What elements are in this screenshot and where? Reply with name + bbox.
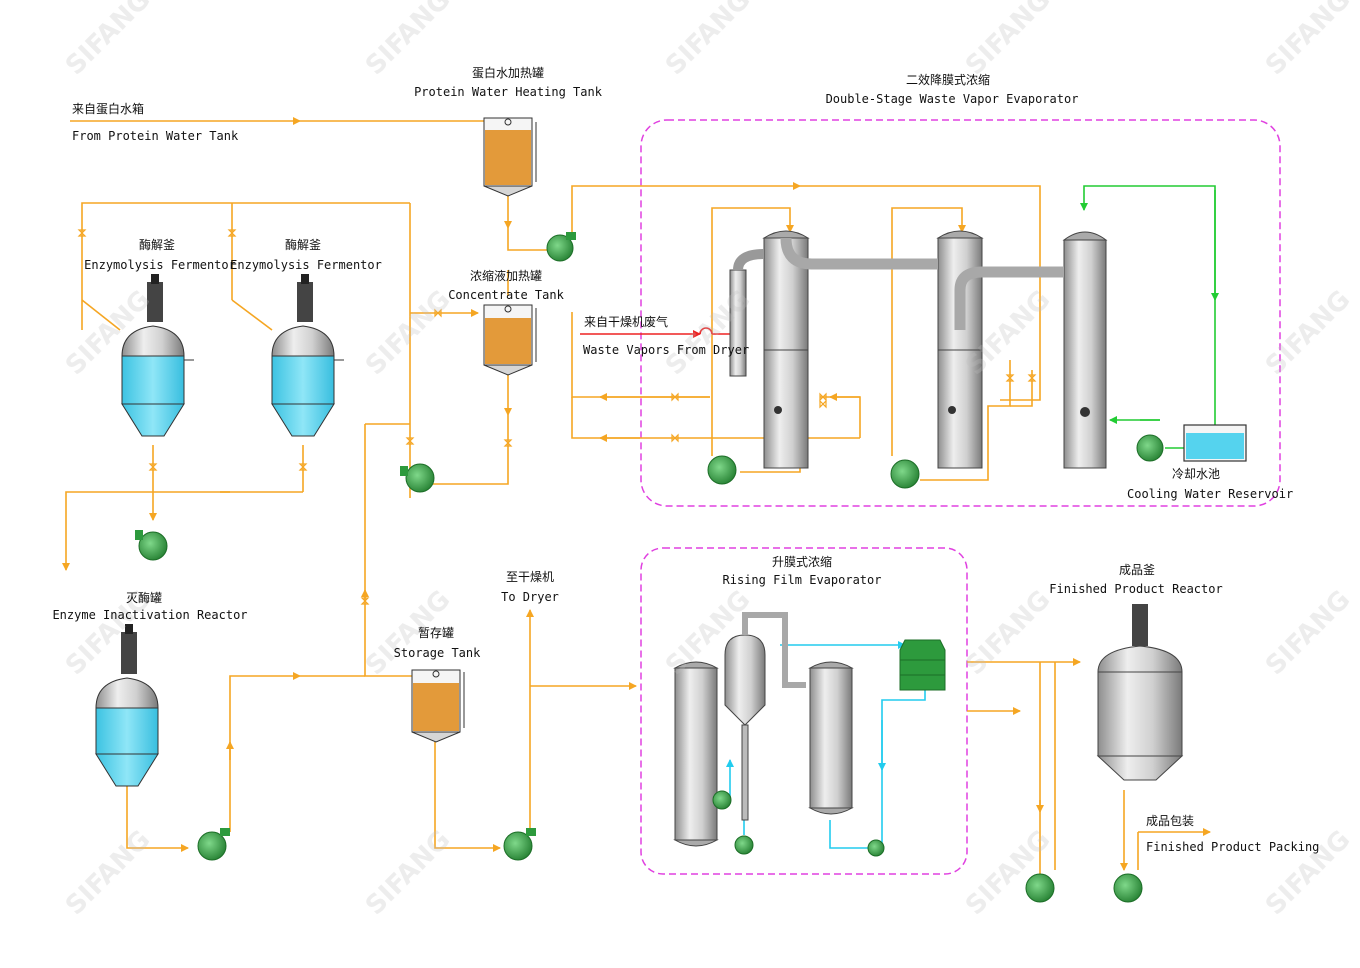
evaporator-effect-1 — [729, 230, 810, 469]
rising-film-cn: 升膜式浓缩 — [771, 555, 833, 569]
cooling-water-reservoir — [1183, 424, 1247, 462]
storage-tank-en: Storage Tank — [393, 646, 481, 660]
waste-vapor-cn: 来自干燥机废气 — [584, 315, 669, 329]
rising-film-condenser — [808, 661, 854, 815]
fermentor-2-cn: 酶解釜 — [284, 238, 322, 252]
pump-cooling — [1136, 434, 1164, 462]
heating-tank-cn: 蛋白水加热罐 — [471, 66, 545, 80]
enzymolysis-fermentor-2 — [271, 274, 344, 437]
fermentor-1-cn: 酶解釜 — [138, 238, 176, 252]
pump-effect-1 — [707, 455, 737, 485]
finished-reactor-en: Finished Product Reactor — [1049, 582, 1223, 596]
pump-effect-2 — [890, 459, 920, 489]
pump-finished-2 — [1113, 873, 1143, 903]
pump-heating — [546, 232, 576, 262]
cooling-reservoir-en: Cooling Water Reservoir — [1127, 487, 1294, 501]
storage-tank-cn: 暂存罐 — [417, 626, 455, 640]
condenser — [1062, 231, 1108, 469]
storage-tank — [411, 669, 465, 743]
vapor-pipes — [780, 237, 1064, 330]
concentrate-tank-cn: 浓缩液加热罐 — [469, 269, 543, 283]
process-lines — [62, 117, 1211, 880]
waste-vapor-line — [580, 327, 730, 338]
rising-film-heater — [673, 661, 719, 847]
valves — [77, 229, 1037, 605]
enzyme-inactivation-reactor — [95, 624, 159, 787]
protein-heating-tank — [483, 117, 537, 197]
pump-rising-3 — [867, 839, 885, 857]
pump-finished-1 — [1025, 873, 1055, 903]
pump-fermentor — [135, 530, 168, 561]
enzymolysis-fermentor-1 — [121, 274, 194, 437]
cooling-reservoir-cn: 冷却水池 — [1172, 467, 1221, 481]
pump-rising-2 — [734, 835, 754, 855]
chilled-lines — [726, 641, 926, 849]
double-stage-section-border — [640, 119, 1281, 507]
from-protein-tank-en: From Protein Water Tank — [72, 129, 239, 143]
pump-concentrate — [400, 463, 435, 493]
double-stage-cn: 二效降膜式浓缩 — [905, 73, 991, 87]
finished-reactor-cn: 成品釜 — [1118, 563, 1156, 577]
concentrate-tank — [483, 304, 537, 376]
pump-inactivation — [197, 828, 230, 861]
packing-cn: 成品包装 — [1146, 814, 1195, 828]
cooling-tower — [899, 639, 946, 691]
pump-storage — [503, 828, 536, 861]
inactivation-en: Enzyme Inactivation Reactor — [52, 608, 248, 622]
fermentor-1-en: Enzymolysis Fermentor — [84, 258, 236, 272]
heating-tank-en: Protein Water Heating Tank — [414, 85, 602, 99]
pump-rising-1 — [712, 790, 732, 810]
fermentor-2-en: Enzymolysis Fermentor — [230, 258, 382, 272]
inactivation-cn: 灭酶罐 — [125, 591, 163, 605]
to-dryer-cn: 至干燥机 — [505, 570, 555, 584]
cooling-lines — [1080, 185, 1219, 449]
rising-film-separator — [724, 612, 806, 821]
finished-product-reactor — [1096, 604, 1184, 781]
concentrate-tank-en: Concentrate Tank — [448, 288, 564, 302]
to-dryer-en: To Dryer — [501, 590, 559, 604]
from-protein-tank-cn: 来自蛋白水箱 — [72, 102, 145, 116]
waste-vapor-en: Waste Vapors From Dryer — [583, 343, 750, 357]
double-stage-en: Double-Stage Waste Vapor Evaporator — [825, 92, 1079, 106]
packing-en: Finished Product Packing — [1146, 840, 1320, 854]
rising-film-en: Rising Film Evaporator — [722, 573, 882, 587]
